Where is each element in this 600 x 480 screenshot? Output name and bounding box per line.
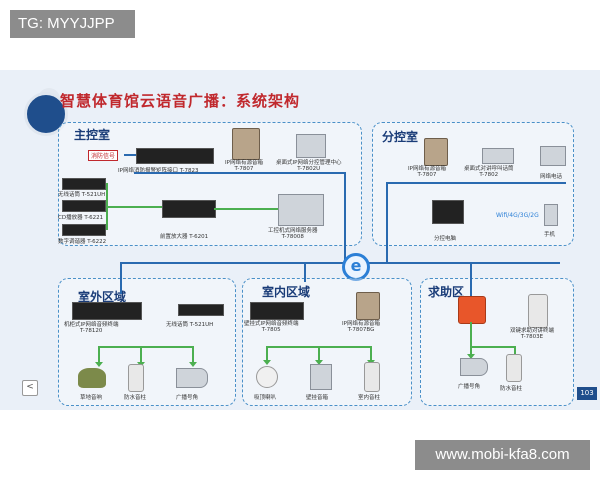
outdoor-arrow-2 bbox=[137, 346, 145, 367]
outdoor-column-label: 防水音柱 bbox=[124, 395, 147, 401]
cd-player-device bbox=[62, 200, 106, 212]
indoor-arrow-3 bbox=[367, 346, 375, 365]
top-watermark: TG: MYYJJPP bbox=[10, 10, 135, 38]
source-to-amp-line bbox=[106, 206, 162, 208]
indoor-arrow-1 bbox=[263, 346, 271, 365]
help-area-title: 求助区 bbox=[428, 285, 465, 299]
grass-speaker-label: 草地音响 bbox=[80, 395, 103, 401]
desktop-intercom-device bbox=[482, 148, 514, 164]
network-phone-device bbox=[540, 146, 566, 166]
outdoor-terminal-device bbox=[72, 302, 142, 320]
mobile-phone-label: 手机 bbox=[544, 232, 556, 238]
pre-amp-label: 前置放大器 T-6201 bbox=[160, 234, 209, 240]
help-intercom-label: 双键求助对讲终端 T-7803E bbox=[510, 328, 555, 341]
mobile-phone-device bbox=[544, 204, 558, 226]
sub-internal-bus-line bbox=[386, 182, 566, 184]
backbone-sub-drop-line bbox=[386, 182, 388, 262]
pre-amp-device bbox=[162, 200, 216, 218]
fire-matrix-label: IP网络消防报警矩阵接口 T-7823 bbox=[118, 168, 199, 174]
network-phone-label: 网络电话 bbox=[540, 174, 563, 180]
outdoor-output-bus-line bbox=[98, 346, 194, 348]
cd-player-label: CD播放器 T-6221 bbox=[58, 215, 104, 221]
indoor-terminal-label: 壁挂式IP网络音频终端 T-7805 bbox=[244, 321, 299, 334]
fire-signal-label: 消防信号 bbox=[88, 150, 119, 161]
help-horn-device bbox=[460, 358, 488, 376]
desktop-paging-label: 桌面式IP网络分控管理中心 T-7802U bbox=[276, 160, 342, 173]
network-cloud-icon: e bbox=[342, 253, 370, 281]
sub-active-speaker-device bbox=[424, 138, 448, 166]
help-area-box bbox=[420, 278, 574, 406]
help-horn-label: 广播号角 bbox=[458, 384, 481, 390]
fire-matrix-device bbox=[136, 148, 214, 164]
indoor-drop-line bbox=[304, 262, 306, 282]
outdoor-horn-label: 广播号角 bbox=[176, 395, 199, 401]
main-active-speaker-label: IP网络有源音箱 T-7807 bbox=[225, 160, 263, 173]
fire-signal-line bbox=[124, 154, 136, 156]
sub-active-speaker-label: IP网络有源音箱 T-7807 bbox=[408, 166, 446, 179]
server-label: 工控机式网络服务器 T-78008 bbox=[268, 228, 318, 241]
ceiling-speaker-label: 吸顶喇叭 bbox=[254, 395, 277, 401]
wireless-mic-label: 无线话筒 T-521UH bbox=[58, 192, 106, 198]
help-column-device bbox=[506, 354, 522, 382]
outdoor-drop-line bbox=[120, 262, 122, 294]
main-internal-bus-line bbox=[134, 172, 344, 174]
radio-tuner-device bbox=[62, 224, 106, 236]
amp-to-server-line bbox=[214, 208, 278, 210]
outdoor-column-device bbox=[128, 364, 144, 392]
outdoor-arrow-3 bbox=[189, 346, 197, 367]
help-output-bus-line bbox=[470, 346, 514, 348]
help-arrow-1 bbox=[467, 346, 475, 359]
page-number-badge: 103 bbox=[577, 387, 597, 400]
previous-page-button[interactable]: < bbox=[22, 380, 38, 396]
ceiling-speaker-device bbox=[256, 366, 278, 388]
wireless-mic-device bbox=[62, 178, 106, 190]
wall-speaker-device bbox=[310, 364, 332, 390]
indoor-column-label: 室内音柱 bbox=[358, 395, 381, 401]
help-alarm-device bbox=[458, 296, 486, 324]
wall-speaker-label: 壁挂音箱 bbox=[306, 395, 329, 401]
outdoor-terminal-label: 机柜式IP网络音频终端 T-78120 bbox=[64, 322, 119, 335]
indoor-terminal-device bbox=[250, 302, 304, 320]
source-bus-line bbox=[106, 183, 108, 230]
indoor-active-speaker-label: IP网络有源音箱 T-7807BG bbox=[342, 321, 380, 334]
outdoor-arrow-1 bbox=[95, 346, 103, 367]
wireless-network-label: Wifi/4G/3G/2G bbox=[496, 212, 539, 219]
bottom-watermark: www.mobi-kfa8.com bbox=[415, 440, 590, 470]
sub-pc-label: 分控电脑 bbox=[434, 236, 457, 242]
indoor-area-title: 室内区域 bbox=[262, 285, 311, 299]
slide-canvas bbox=[0, 70, 600, 410]
indoor-column-device bbox=[364, 362, 380, 392]
outdoor-wireless-mic-device bbox=[178, 304, 224, 316]
title-decoration-circle bbox=[24, 92, 68, 136]
help-column-label: 防水音柱 bbox=[500, 386, 523, 392]
active-speaker-device bbox=[232, 128, 260, 160]
help-arrow-2 bbox=[511, 346, 519, 359]
sub-pc-device bbox=[432, 200, 464, 224]
desktop-paging-device bbox=[296, 134, 326, 158]
indoor-active-speaker-device bbox=[356, 292, 380, 320]
outdoor-horn-device bbox=[176, 368, 208, 388]
sub-control-room-title: 分控室 bbox=[382, 130, 419, 144]
radio-tuner-label: 数字调谐器 T-6222 bbox=[58, 239, 107, 245]
help-feed-line bbox=[470, 322, 472, 346]
slide-title: 智慧体育馆云语音广播：系统架构 bbox=[60, 92, 301, 110]
outdoor-wireless-mic-label: 无线话筒 T-521UH bbox=[166, 322, 214, 328]
server-device bbox=[278, 194, 324, 226]
indoor-arrow-2 bbox=[315, 346, 323, 365]
help-intercom-device bbox=[528, 294, 548, 328]
help-drop-line bbox=[470, 262, 472, 298]
backbone-main-drop-line bbox=[344, 172, 346, 262]
desktop-intercom-label: 桌面式对讲呼叫话筒 T-7802 bbox=[464, 166, 514, 179]
grass-speaker-device bbox=[78, 368, 106, 388]
outdoor-area-title: 室外区域 bbox=[78, 290, 127, 304]
main-control-room-title: 主控室 bbox=[74, 128, 111, 142]
backbone-horizontal-line bbox=[120, 262, 560, 264]
sub-control-room-box bbox=[372, 122, 574, 246]
